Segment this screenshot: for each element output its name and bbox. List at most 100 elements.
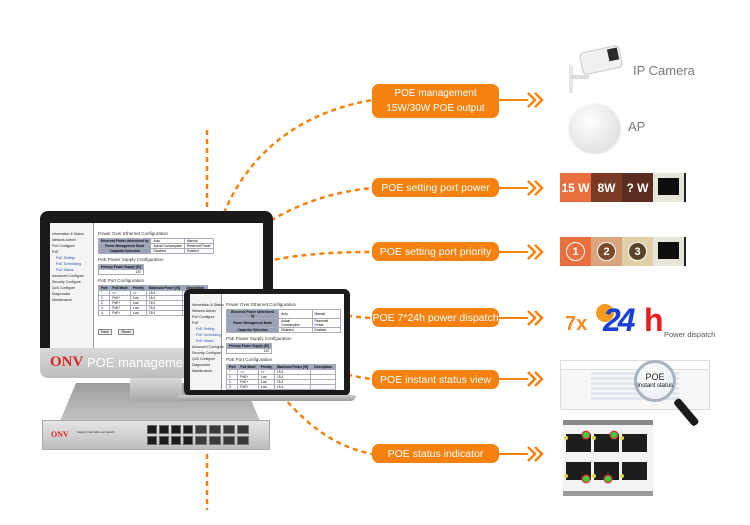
sun-icon xyxy=(596,304,614,322)
rj45-port xyxy=(159,425,169,434)
web-ui-page-title: Power Over Ethernet Configuration xyxy=(98,231,169,236)
laptop-supply-heading: PoE Power Supply Configuration xyxy=(226,336,292,341)
config-radio-option[interactable]: Actual Consumption xyxy=(278,318,313,328)
laptop-base xyxy=(178,395,356,401)
poe-led-on xyxy=(605,476,611,482)
port-column-header: Maximum Power [W] xyxy=(273,364,312,370)
port-cell-priority[interactable]: Low xyxy=(129,310,147,316)
port-column-header: Description xyxy=(310,364,337,370)
rj45-port xyxy=(564,462,591,482)
config-radio-option[interactable]: Manual xyxy=(311,309,342,319)
port-cell-description[interactable] xyxy=(310,389,337,390)
config-radio-option[interactable]: Reserved Power xyxy=(311,318,342,328)
sidebar-item[interactable]: Information & Status xyxy=(52,232,84,236)
config-radio-option[interactable]: Actual Consumption xyxy=(150,243,186,249)
rj45-port xyxy=(592,462,619,482)
sidebar-item[interactable]: Security Configure xyxy=(52,280,81,284)
config-radio-option[interactable]: Disabled xyxy=(278,327,313,333)
rj45-port xyxy=(159,436,169,445)
reset-button[interactable]: Reset xyxy=(118,329,134,335)
feature-label-line1: POE management xyxy=(394,88,477,99)
sidebar-item[interactable]: Maintenance xyxy=(52,298,73,302)
sidebar-item[interactable]: Diagnostics xyxy=(52,292,71,296)
sidebar-item[interactable]: PoE xyxy=(52,250,59,254)
rj45-port xyxy=(592,432,619,452)
poe-led-on xyxy=(583,476,589,482)
ip-camera-label: IP Camera xyxy=(633,63,695,78)
rj45-port xyxy=(564,432,591,452)
magnifier-icon: POE Instant status xyxy=(634,360,676,402)
port-cell-max[interactable]: 15.4 xyxy=(273,389,312,390)
rj45-port-tile xyxy=(653,237,684,266)
port-cell-priority[interactable]: Low xyxy=(257,389,275,390)
laptop-supply-value[interactable]: 130 xyxy=(226,348,272,354)
sidebar-item[interactable]: PoE xyxy=(192,321,199,325)
switch-model-text: Gigabit PoE Ethernet Switch xyxy=(77,430,115,434)
rj45-port xyxy=(147,436,157,445)
sidebar-item[interactable]: Diagnostics xyxy=(192,363,211,367)
sidebar-item[interactable]: Network Admin xyxy=(52,238,76,242)
poe-led-on xyxy=(583,432,589,438)
port-column-header: PoE Mode xyxy=(109,285,131,291)
laptop-page-title: Power Over Ethernet Configuration xyxy=(226,302,297,307)
magnifier-text-line2: Instant status xyxy=(637,382,673,389)
config-radio-option[interactable]: Disabled xyxy=(150,248,186,254)
supply-value-input[interactable]: 130 xyxy=(98,269,144,275)
feature-power-dispatch: POE 7*24h power dispatch xyxy=(372,308,499,327)
sidebar-item[interactable]: Maintenance xyxy=(192,369,213,373)
sidebar-item[interactable]: PoE Status xyxy=(56,268,74,272)
sidebar-item[interactable]: Advanced Configure xyxy=(192,345,224,349)
ip-camera-icon xyxy=(569,45,623,93)
sidebar-item[interactable]: Security Configure xyxy=(192,351,221,355)
port-cell-port: 4 xyxy=(97,310,111,316)
sidebar-item[interactable]: PoE Setting xyxy=(56,256,75,260)
port-cell-max[interactable]: 15.4 xyxy=(145,310,184,316)
sidebar-item[interactable]: PoE Setting xyxy=(196,327,215,331)
config-label: Power Management Mode xyxy=(225,318,280,328)
switch-brand-logo: ONV xyxy=(51,430,69,439)
sidebar-item[interactable]: Advanced Configure xyxy=(52,274,84,278)
sidebar-item[interactable]: Information & Status xyxy=(192,303,224,307)
sidebar-item[interactable]: Port Configure xyxy=(192,315,215,319)
sidebar-item[interactable]: QoS Configure xyxy=(52,286,76,290)
port-cell-mode[interactable]: PoE+ xyxy=(109,310,131,316)
sfp-port xyxy=(223,436,235,445)
switch-rj45-ports xyxy=(147,425,193,445)
port-power-tile: 8W xyxy=(591,173,622,202)
config-radio-option[interactable]: Enabled xyxy=(184,248,214,254)
sidebar-item[interactable]: PoE Scheduling xyxy=(56,262,81,266)
supply-column-header: Primary Power Supply [W] xyxy=(98,264,144,270)
rj45-port xyxy=(620,434,647,452)
dispatch-prefix: 7x xyxy=(565,313,588,335)
sidebar-item[interactable]: PoE Status xyxy=(196,339,214,343)
sidebar-item[interactable]: QoS Configure xyxy=(192,357,216,361)
feature-port-power: POE setting port power xyxy=(372,178,499,197)
sidebar-item[interactable]: Network Admin xyxy=(192,309,216,313)
sidebar-item[interactable]: Port Configure xyxy=(52,244,75,248)
laptop-web-ui-content: Power Over Ethernet Configuration Reserv… xyxy=(225,299,342,390)
dispatch-number: 24 xyxy=(603,302,636,338)
config-radio-option[interactable]: Auto xyxy=(278,309,313,319)
config-radio-option[interactable]: Reserved Power xyxy=(184,243,214,249)
sfp-port xyxy=(209,425,221,434)
web-ui-content: Power Over Ethernet Configuration Reserv… xyxy=(97,228,258,338)
save-button[interactable]: Save xyxy=(98,329,112,335)
port-column-header: Maximum Power [W] xyxy=(145,285,184,291)
port-power-tile: 15 W xyxy=(560,173,591,202)
port-heading: PoE Port Configuration xyxy=(98,278,145,283)
config-radio-option[interactable]: Enabled xyxy=(311,327,342,333)
port-cell-mode[interactable]: PoE+ xyxy=(237,389,259,390)
sidebar-item[interactable]: PoE Scheduling xyxy=(196,333,221,337)
power-dispatch-graphic: 7x 24 h Power dispatch xyxy=(563,300,743,340)
priority-number: 3 xyxy=(628,242,647,261)
priority-tile: 2 xyxy=(591,237,622,266)
